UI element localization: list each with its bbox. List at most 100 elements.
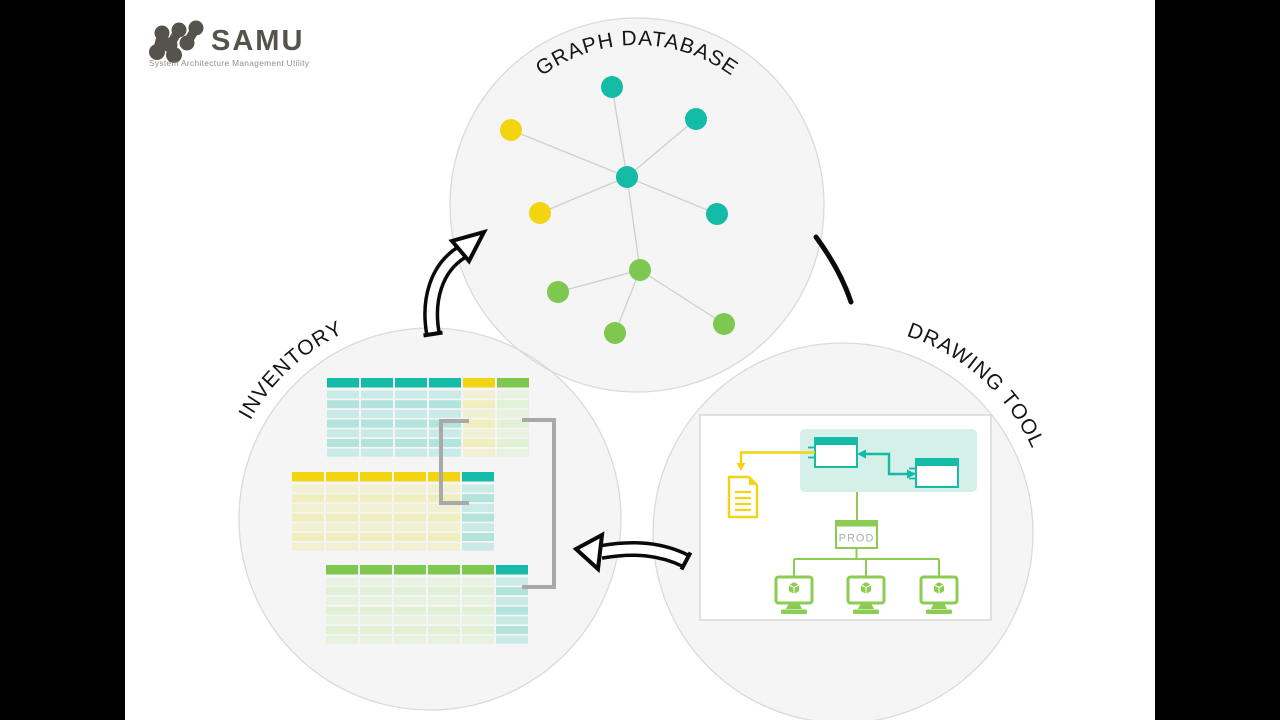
table-cell: [428, 484, 460, 493]
table-cell: [326, 635, 358, 644]
graph-edge: [639, 269, 725, 325]
table-header-cell: [361, 378, 393, 388]
table-cell: [463, 400, 495, 409]
table-header-cell: [394, 472, 426, 482]
table-cell: [360, 523, 392, 532]
arrow-inventory-to-graph: [423, 228, 488, 338]
table-cell: [395, 429, 427, 438]
table-cell: [496, 616, 528, 625]
table-cell: [429, 400, 461, 409]
table-cell: [361, 439, 393, 447]
cube-icon-right: [865, 583, 872, 596]
table-header-cell: [327, 378, 359, 388]
table-cell: [462, 606, 494, 615]
inventory-tables: [292, 378, 529, 644]
table-cell: [496, 635, 528, 644]
table-cell: [462, 533, 494, 541]
table-cell: [496, 626, 528, 634]
graph-node: [547, 281, 569, 303]
table-cell: [394, 596, 426, 605]
arrow-tail-cap: [679, 551, 693, 571]
table-cell: [394, 494, 426, 503]
arrow-head: [572, 531, 605, 574]
table-cell: [292, 503, 324, 512]
table-cell: [394, 513, 426, 522]
table-cell: [361, 390, 393, 399]
table-cell: [326, 616, 358, 625]
graph-edge: [626, 176, 641, 271]
table-cell: [462, 513, 494, 522]
table-cell: [395, 409, 427, 418]
monitor-icon: [919, 575, 959, 614]
table-cell: [496, 596, 528, 605]
monitor-icon: [774, 575, 814, 614]
arrow-head: [448, 228, 488, 265]
table-cell: [428, 577, 460, 586]
table-cell: [326, 523, 358, 532]
table-cell: [326, 503, 358, 512]
table-cell: [327, 409, 359, 418]
table-cell: [292, 513, 324, 522]
table-cell: [428, 523, 460, 532]
circle-drawing_tool-border: [652, 342, 1034, 720]
table-cell: [428, 596, 460, 605]
table-cell: [496, 577, 528, 586]
table-cell: [428, 626, 460, 634]
document-fold: [749, 477, 757, 485]
table-cell: [360, 533, 392, 541]
table-cell: [394, 503, 426, 512]
table-cell: [326, 542, 358, 551]
table-cell: [497, 419, 529, 428]
table-cell: [463, 390, 495, 399]
prod-node: PROD: [835, 520, 878, 549]
graph-node: [500, 119, 522, 141]
table-cell: [360, 513, 392, 522]
table-cell: [462, 626, 494, 634]
table-cell: [360, 587, 392, 596]
component-box-a: [808, 437, 858, 468]
table-link-bracket-inner: [439, 419, 469, 505]
graph-node: [616, 166, 638, 188]
table-cell: [463, 448, 495, 457]
graph-edge: [626, 118, 697, 178]
table-cell: [462, 523, 494, 532]
table-header-cell: [462, 565, 494, 575]
table-cell: [462, 542, 494, 551]
table-cell: [394, 542, 426, 551]
table-cell: [327, 429, 359, 438]
monitor-stand: [858, 603, 874, 609]
graph-edge: [614, 269, 641, 334]
table-header-cell: [326, 472, 358, 482]
graph-node: [685, 108, 707, 130]
table-cell: [360, 503, 392, 512]
table-cell: [360, 494, 392, 503]
connector-arrowhead-left: [857, 449, 866, 459]
table-header-cell: [428, 472, 460, 482]
table-cell: [327, 448, 359, 457]
samu-logo-mark: [149, 20, 204, 63]
table-cell: [361, 448, 393, 457]
table-cell: [462, 484, 494, 493]
table-cell: [292, 542, 324, 551]
table-cell: [394, 587, 426, 596]
table-cell: [360, 606, 392, 615]
table-cell: [497, 429, 529, 438]
table-cell: [428, 533, 460, 541]
export-arrowhead: [736, 463, 746, 471]
cube-icon-right: [793, 583, 800, 596]
table-cell: [429, 419, 461, 428]
monitor-base: [781, 609, 807, 614]
table-cell: [394, 523, 426, 532]
component-connector: [857, 449, 916, 479]
table-header-cell: [463, 378, 495, 388]
table-header-cell: [429, 378, 461, 388]
table-link-brackets: [439, 418, 556, 589]
table-cell: [462, 503, 494, 512]
table-cell: [360, 635, 392, 644]
box-header: [815, 438, 857, 445]
table-header-cell: [360, 565, 392, 575]
table-cell: [395, 419, 427, 428]
table-header-cell: [395, 378, 427, 388]
table-cell: [326, 513, 358, 522]
